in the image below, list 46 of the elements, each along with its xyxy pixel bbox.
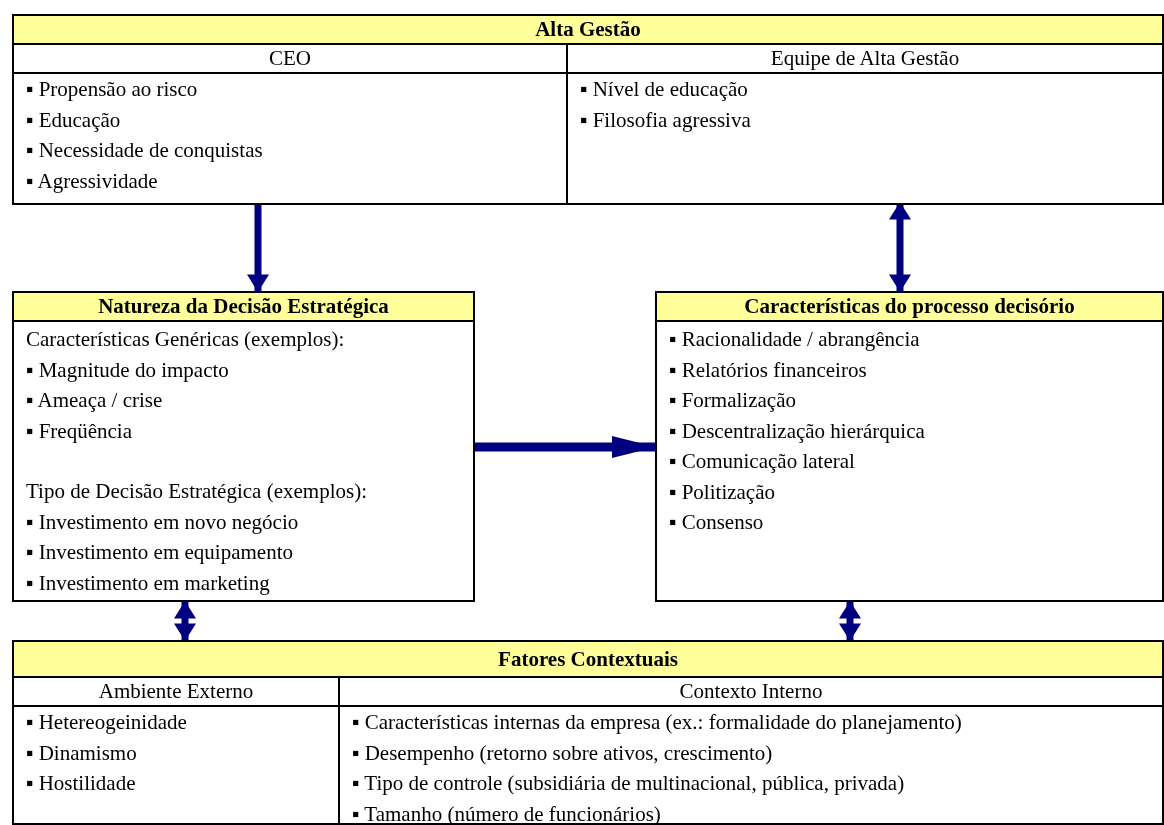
list-item: ▪ Relatórios financeiros [668, 356, 868, 384]
arrow [247, 203, 269, 293]
header-title: Fatores Contextuais [14, 642, 1162, 678]
list-item: ▪ Agressividade [25, 167, 159, 195]
list-item: ▪ Magnitude do impacto [25, 356, 230, 384]
list-item: ▪ Hostilidade [25, 770, 137, 797]
list-item: ▪ Desempenho (retorno sobre ativos, crescimento) [351, 739, 774, 767]
list-item: ▪ Hetereogeinidade [25, 709, 188, 736]
list-box [12, 291, 475, 602]
table-column [14, 678, 340, 823]
header-title: Características do processo decisório [657, 293, 1162, 322]
list-item: ▪ Investimento em equipamento [25, 539, 294, 566]
list-item: ▪ Características internas da empresa (ex.: formalidade do planejamento) [351, 709, 963, 736]
list-item: Tipo de Decisão Estratégica (exemplos): [25, 478, 368, 505]
table-panel [12, 14, 1164, 205]
list-item: ▪ Politização [668, 478, 776, 506]
table-column [14, 45, 568, 203]
list-item: ▪ Propensão ao risco [25, 76, 199, 103]
arrow [475, 436, 656, 458]
column-header: Contexto Interno [340, 678, 1162, 707]
header-title: Natureza da Decisão Estratégica [14, 293, 473, 322]
list-item: ▪ Ameaça / crise [25, 387, 164, 414]
list-item: ▪ Racionalidade / abrangência [668, 326, 921, 353]
arrow [174, 600, 196, 642]
arrow [839, 600, 861, 642]
list-item: ▪ Necessidade de conquistas [25, 137, 264, 164]
column-header: CEO [14, 45, 566, 74]
list-item: ▪ Nível de educação [579, 76, 749, 103]
list-item: ▪ Descentralização hierárquica [668, 417, 926, 445]
list-item: Características Genéricas (exemplos): [25, 326, 346, 353]
list-item: ▪ Consenso [668, 509, 765, 536]
list-item: ▪ Filosofia agressiva [579, 106, 752, 134]
list-item: ▪ Educação [25, 106, 122, 134]
list-box [655, 291, 1164, 602]
column-header: Ambiente Externo [14, 678, 338, 707]
header-title: Alta Gestão [14, 16, 1162, 45]
list-item: ▪ Investimento em marketing [25, 569, 271, 597]
list-item: ▪ Comunicação lateral [668, 448, 856, 475]
list-item: ▪ Tipo de controle (subsidiária de multinacional, pública, privada) [351, 770, 906, 797]
list-item: ▪ Investimento em novo negócio [25, 508, 300, 536]
list-item: ▪ Freqüência [25, 417, 133, 445]
list-item: ▪ Tamanho (número de funcionários) [351, 800, 662, 825]
list-item: ▪ Formalização [668, 387, 797, 414]
table-panel [12, 640, 1164, 825]
list-item: ▪ Dinamismo [25, 739, 138, 767]
column-header: Equipe de Alta Gestão [568, 45, 1162, 74]
